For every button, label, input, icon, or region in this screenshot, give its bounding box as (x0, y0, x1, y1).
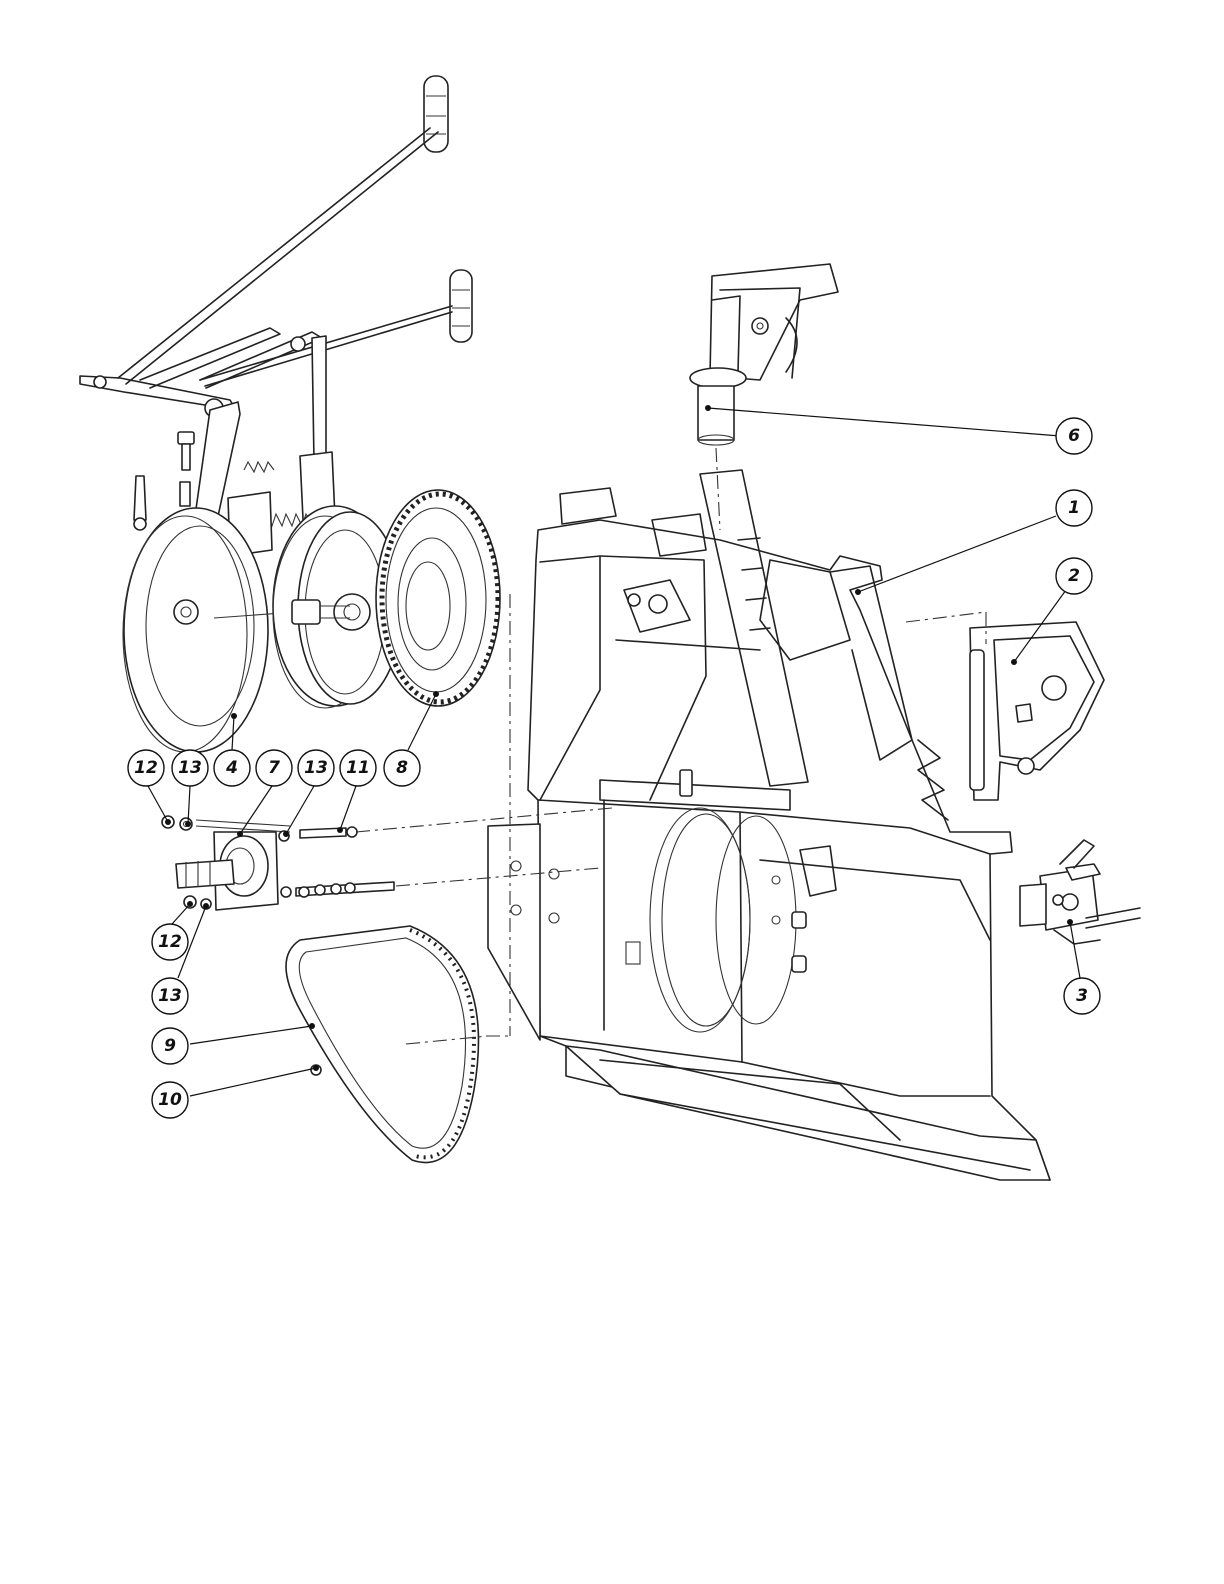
callout-label: 2 (1068, 566, 1080, 586)
callout-label: 10 (158, 1090, 182, 1110)
callout-1: 1 (1056, 490, 1092, 526)
callout-label: 9 (164, 1036, 176, 1056)
callout-9: 9 (152, 1028, 188, 1064)
callout-label: 6 (1068, 426, 1080, 446)
callout-label: 7 (268, 758, 280, 778)
callout-label: 8 (396, 758, 408, 778)
callout-label: 3 (1076, 986, 1088, 1006)
callout-label: 12 (158, 932, 182, 952)
bearing-bracket-7 (162, 816, 394, 910)
callout-13-middle: 13 (298, 750, 334, 786)
callout-11: 11 (340, 750, 376, 786)
callout-12-upper: 12 (128, 750, 164, 786)
callout-6: 6 (1056, 418, 1092, 454)
callout-12-lower: 12 (152, 924, 188, 960)
sprocket-8 (376, 490, 500, 706)
callout-label: 11 (346, 758, 370, 778)
callout-13-lower: 13 (152, 978, 188, 1014)
callout-10: 10 (152, 1082, 188, 1118)
callout-7: 7 (256, 750, 292, 786)
callout-label: 13 (178, 758, 202, 778)
callout-label: 13 (304, 758, 328, 778)
callout-label: 4 (225, 758, 238, 778)
callout-label: 12 (134, 758, 158, 778)
callout-label: 13 (158, 986, 182, 1006)
callout-13-upper: 13 (172, 750, 208, 786)
pivot-head-6 (690, 264, 838, 530)
callout-label: 1 (1068, 498, 1080, 518)
callout-4: 4 (214, 750, 250, 786)
main-frame-1 (488, 470, 1050, 1180)
side-bracket-2 (906, 612, 1104, 800)
callout-3: 3 (1064, 978, 1100, 1014)
callout-2: 2 (1056, 558, 1092, 594)
callout-8: 8 (384, 750, 420, 786)
drive-chain-9 (286, 926, 488, 1163)
clevis-bracket-3 (1020, 840, 1140, 944)
